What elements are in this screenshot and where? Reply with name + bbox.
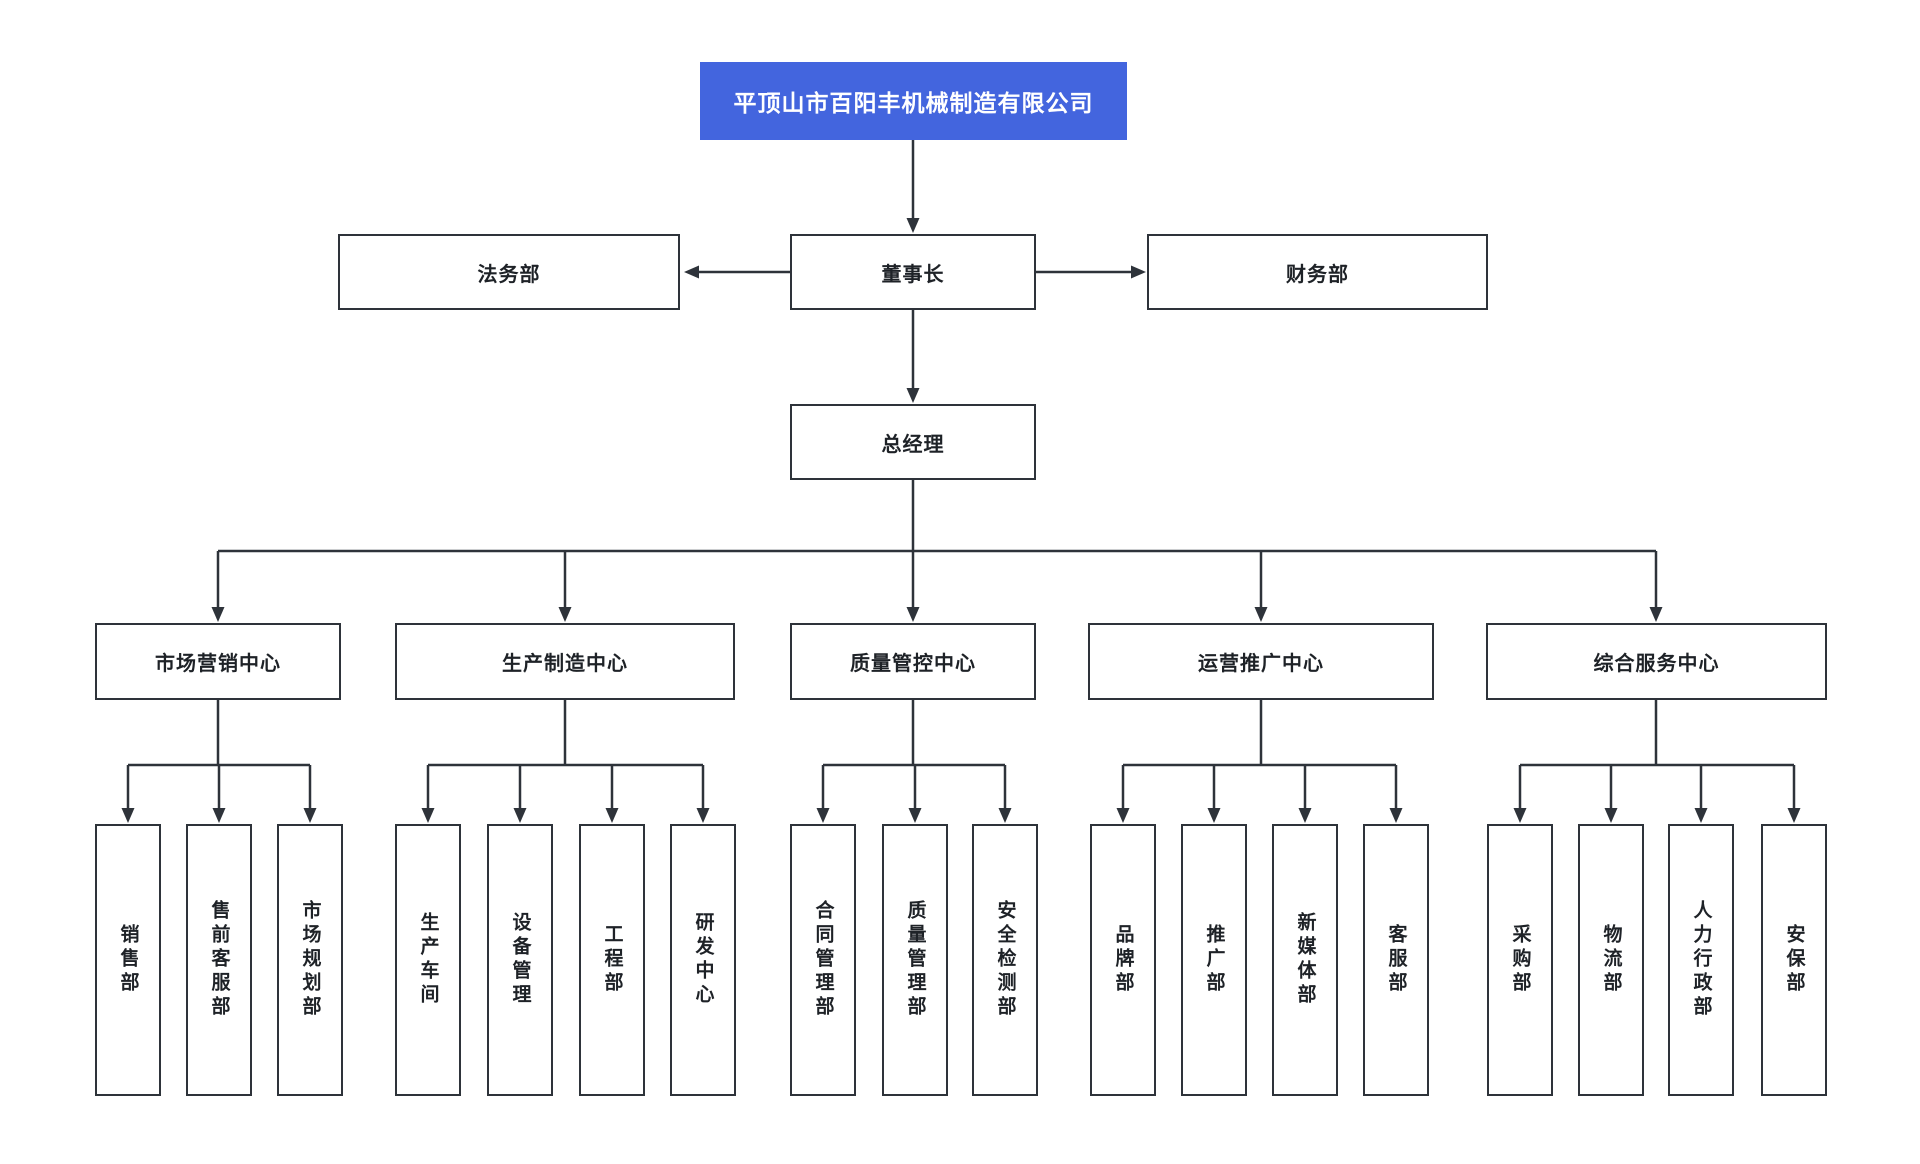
org-node-label-production-center: 生产制造中心 bbox=[502, 653, 628, 675]
org-node-label-new-media-dept: 新媒体部 bbox=[1294, 912, 1316, 1008]
org-node-equipment-management: 设备管理 bbox=[487, 824, 553, 1096]
org-node-label-finance-dept: 财务部 bbox=[1286, 263, 1349, 286]
org-node-label-contract-management-dept: 合同管理部 bbox=[812, 900, 834, 1020]
org-node-label-chairman: 董事长 bbox=[881, 263, 945, 286]
org-node-marketing-center: 市场营销中心 bbox=[95, 623, 341, 700]
connector-arrowhead bbox=[1298, 808, 1312, 823]
org-node-contract-management-dept: 合同管理部 bbox=[790, 824, 856, 1096]
org-node-label-operations-center: 运营推广中心 bbox=[1198, 653, 1324, 675]
connector-arrowhead bbox=[513, 808, 527, 823]
org-node-presales-service-dept: 售前客服部 bbox=[186, 824, 252, 1096]
connector-arrowhead bbox=[1389, 808, 1403, 823]
connector-arrowhead bbox=[605, 808, 619, 823]
org-node-services-center: 综合服务中心 bbox=[1486, 623, 1827, 700]
org-node-label-quality-center: 质量管控中心 bbox=[850, 653, 976, 675]
org-node-label-customer-service-dept: 客服部 bbox=[1385, 924, 1407, 996]
org-node-legal-dept: 法务部 bbox=[338, 234, 680, 310]
org-node-new-media-dept: 新媒体部 bbox=[1272, 824, 1338, 1096]
connector-arrowhead bbox=[1254, 607, 1268, 622]
connector-arrowhead bbox=[1131, 265, 1146, 279]
connector-arrowhead bbox=[1207, 808, 1221, 823]
org-node-customer-service-dept: 客服部 bbox=[1363, 824, 1429, 1096]
connector-arrowhead bbox=[696, 808, 710, 823]
connector-arrowhead bbox=[816, 808, 830, 823]
org-node-safety-inspection-dept: 安全检测部 bbox=[972, 824, 1038, 1096]
org-node-quality-management-dept: 质量管理部 bbox=[882, 824, 948, 1096]
org-node-label-presales-service-dept: 售前客服部 bbox=[208, 900, 230, 1020]
connector-arrowhead bbox=[1694, 808, 1708, 823]
org-node-promotion-dept: 推广部 bbox=[1181, 824, 1247, 1096]
org-node-engineering-dept: 工程部 bbox=[579, 824, 645, 1096]
connector-arrowhead bbox=[303, 808, 317, 823]
org-node-chairman: 董事长 bbox=[790, 234, 1036, 310]
org-node-label-engineering-dept: 工程部 bbox=[601, 924, 623, 996]
org-node-label-hr-admin-dept: 人力行政部 bbox=[1690, 900, 1712, 1020]
org-node-company-root: 平顶山市百阳丰机械制造有限公司 bbox=[700, 62, 1127, 140]
connector-arrowhead bbox=[1116, 808, 1130, 823]
connector-arrowhead bbox=[906, 607, 920, 622]
org-node-label-safety-inspection-dept: 安全检测部 bbox=[994, 900, 1016, 1020]
connector-arrowhead bbox=[212, 808, 226, 823]
connector-arrowhead bbox=[421, 808, 435, 823]
org-node-label-production-workshop: 生产车间 bbox=[417, 912, 439, 1008]
connector-arrowhead bbox=[1513, 808, 1527, 823]
org-node-label-general-manager: 总经理 bbox=[881, 433, 945, 456]
connector-arrowhead bbox=[908, 808, 922, 823]
org-node-label-company-root: 平顶山市百阳丰机械制造有限公司 bbox=[733, 90, 1094, 116]
org-node-hr-admin-dept: 人力行政部 bbox=[1668, 824, 1734, 1096]
connector-arrowhead bbox=[906, 388, 920, 403]
org-node-brand-dept: 品牌部 bbox=[1090, 824, 1156, 1096]
org-node-label-rd-center: 研发中心 bbox=[692, 912, 714, 1008]
org-node-label-sales-dept: 销售部 bbox=[117, 924, 139, 996]
org-node-quality-center: 质量管控中心 bbox=[790, 623, 1036, 700]
connector-arrowhead bbox=[998, 808, 1012, 823]
org-node-logistics-dept: 物流部 bbox=[1578, 824, 1644, 1096]
connector-arrowhead bbox=[1604, 808, 1618, 823]
org-node-operations-center: 运营推广中心 bbox=[1088, 623, 1434, 700]
connector-arrowhead bbox=[121, 808, 135, 823]
org-node-label-market-planning-dept: 市场规划部 bbox=[299, 900, 321, 1020]
org-node-label-brand-dept: 品牌部 bbox=[1112, 924, 1134, 996]
connector-arrowhead bbox=[684, 265, 699, 279]
org-node-label-services-center: 综合服务中心 bbox=[1593, 653, 1720, 675]
connector-arrowhead bbox=[1787, 808, 1801, 823]
connector-arrowhead bbox=[1649, 607, 1663, 622]
connector-arrowhead bbox=[558, 607, 572, 622]
org-node-general-manager: 总经理 bbox=[790, 404, 1036, 480]
org-node-procurement-dept: 采购部 bbox=[1487, 824, 1553, 1096]
org-node-label-logistics-dept: 物流部 bbox=[1600, 924, 1622, 996]
org-node-production-center: 生产制造中心 bbox=[395, 623, 735, 700]
org-node-label-security-dept: 安保部 bbox=[1783, 924, 1805, 996]
org-node-label-equipment-management: 设备管理 bbox=[509, 912, 531, 1008]
org-node-label-promotion-dept: 推广部 bbox=[1203, 924, 1225, 996]
org-node-label-procurement-dept: 采购部 bbox=[1509, 924, 1531, 996]
org-node-market-planning-dept: 市场规划部 bbox=[277, 824, 343, 1096]
org-node-label-legal-dept: 法务部 bbox=[477, 263, 541, 286]
org-node-label-marketing-center: 市场营销中心 bbox=[155, 653, 281, 675]
org-node-security-dept: 安保部 bbox=[1761, 824, 1827, 1096]
org-node-label-quality-management-dept: 质量管理部 bbox=[904, 900, 926, 1020]
org-node-sales-dept: 销售部 bbox=[95, 824, 161, 1096]
org-node-finance-dept: 财务部 bbox=[1147, 234, 1488, 310]
connector-arrowhead bbox=[906, 218, 920, 233]
connector-arrowhead bbox=[211, 607, 225, 622]
org-node-production-workshop: 生产车间 bbox=[395, 824, 461, 1096]
org-node-rd-center: 研发中心 bbox=[670, 824, 736, 1096]
